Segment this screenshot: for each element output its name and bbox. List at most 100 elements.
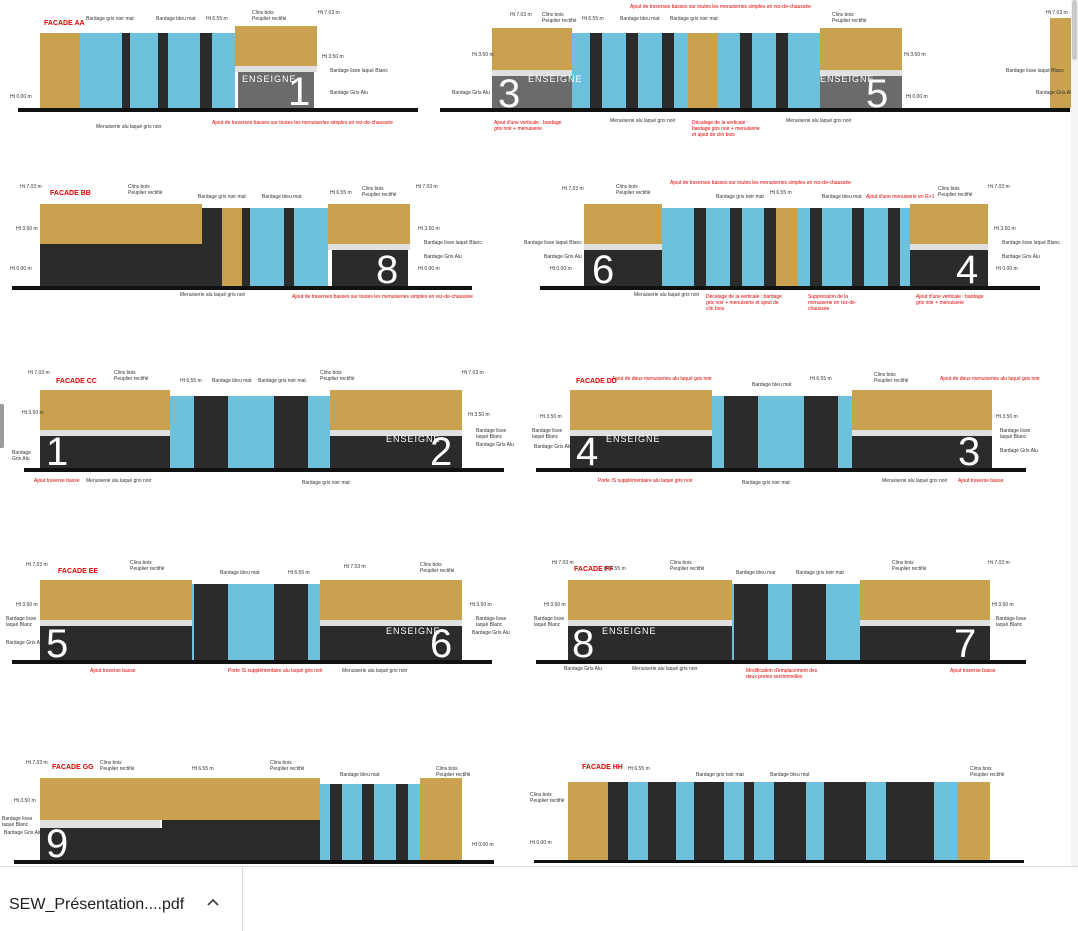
note-verticale: Ajout d'une verticale : bardage gris noi… xyxy=(916,294,984,306)
facade-bb: FACADE BB Ht 7.03 m Clins bois Peuplier … xyxy=(0,176,482,306)
label-height-655: Ht 6.55 m xyxy=(582,16,604,22)
label-height-350: Ht 3.50 m xyxy=(468,412,490,418)
label-height-ground: Ht 0.00 m xyxy=(472,842,494,848)
label-alu: Bardage Gris Alu xyxy=(476,442,514,448)
note-decalage: Décalage de la verticale : bardage gris … xyxy=(692,120,760,138)
label-height-ground: Ht 0.00 m xyxy=(550,266,572,272)
label-alu: Bardage Gris Alu xyxy=(4,830,42,836)
facade-title: FACADE BB xyxy=(50,190,91,197)
label-height-350: Ht 3.50 m xyxy=(14,798,36,804)
unit-number: 7 xyxy=(954,622,977,666)
label-height-655: Ht 6.55 m xyxy=(330,190,352,196)
facade-b2: Ht 7.03 m Clins bois Peuplier rectifié A… xyxy=(520,176,1060,316)
label-wood: Clins bois Peuplier rectifié xyxy=(874,372,909,384)
note-traverse-basse: Ajout traverse basse xyxy=(34,478,80,484)
facade-ee: FACADE EE Ht 7.03 m Clins bois Peuplier … xyxy=(0,556,520,686)
label-wood: Clins bois Peuplier rectifié xyxy=(320,370,355,382)
label-alu: Bardage Gris Alu xyxy=(452,90,490,96)
note-traverses: Ajout de traverses basses sur toutes les… xyxy=(630,4,811,10)
label-height-703: Ht 7.03 m xyxy=(510,12,532,18)
facade-ff: FACADE FF Ht 7.03 m Ht 6.55 m Clins bois… xyxy=(530,556,1070,686)
facade-dd-drawing xyxy=(536,390,1026,472)
unit-number: 5 xyxy=(866,72,889,116)
label-height-703: Ht 7.03 m xyxy=(344,564,366,570)
label-wood: Clins bois Peuplier rectifié xyxy=(420,562,455,574)
label-wood: Clins bois Peuplier rectifié xyxy=(130,560,165,572)
facade-cc-drawing xyxy=(24,390,504,472)
facade-hh-drawing xyxy=(534,782,1024,863)
label-white-band: Bardage lisse laqué Blanc xyxy=(532,428,563,440)
note-traverses: Ajout de traverses basses sur toutes les… xyxy=(292,294,473,300)
download-item[interactable]: SEW_Présentation....pdf xyxy=(0,867,243,931)
label-blue-band: Bardage bleu mat xyxy=(822,194,862,200)
facade-dd: FACADE DD Ajout de deux menuiseries alu … xyxy=(530,366,1050,496)
label-blue-band: Bardage bleu mat xyxy=(156,16,196,22)
note-menuiserie-r1: Ajout d'une menuiserie en R+1 xyxy=(866,194,935,200)
pdf-viewer[interactable]: FACADE AA Bardage gris noir mat Bardage … xyxy=(0,0,1078,866)
label-wood: Clins bois Peuplier rectifié xyxy=(270,760,305,772)
facade-title: FACADE CC xyxy=(56,378,97,385)
label-alu: Bardage Gris Alu xyxy=(1002,254,1040,260)
label-grey-band: Bardage gris noir mat xyxy=(302,480,350,486)
label-joinery: Menuiserie alu laqué gris noir xyxy=(180,292,246,298)
unit-number: 8 xyxy=(572,622,595,666)
label-joinery: Menuiserie alu laqué gris noir xyxy=(342,668,408,674)
facade-gg: FACADE GG Ht 7.03 m Clins bois Peuplier … xyxy=(0,756,500,866)
note-verticale: Ajout d'une verticale : bardage gris noi… xyxy=(494,120,562,132)
unit-number: 8 xyxy=(376,248,399,292)
facade-hh: FACADE HH Ht 6.55 m Bardage gris noir ma… xyxy=(530,756,1070,866)
label-grey-band: Bardage gris noir mat xyxy=(86,16,134,22)
label-height-350: Ht 3.50 m xyxy=(904,52,926,58)
unit-number: 9 xyxy=(46,822,69,866)
label-white-band: Bardage lisse laqué Blanc xyxy=(476,616,507,628)
chevron-up-icon[interactable] xyxy=(206,896,220,910)
facade-title: FACADE DD xyxy=(576,378,617,385)
label-wood: Clins bois Peuplier rectifié xyxy=(542,12,577,24)
label-height-350: Ht 3.50 m xyxy=(418,226,440,232)
label-white-band: Bardage lisse laqué Blanc xyxy=(996,616,1027,628)
facade-b2-drawing xyxy=(540,204,1040,290)
label-height-655: Ht 6.55 m xyxy=(180,378,202,384)
label-wood: Clins bois Peuplier rectifié xyxy=(616,184,651,196)
sign-enseigne: ENSEIGNE xyxy=(386,434,441,444)
label-height-ground: Ht 0.00 m xyxy=(10,266,32,272)
label-height-350: Ht 3.50 m xyxy=(22,410,44,416)
label-joinery: Menuiserie alu laqué gris noir xyxy=(86,478,152,484)
label-grey-band: Bardage gris noir mat xyxy=(258,378,306,384)
facade-bb-drawing xyxy=(12,204,472,290)
label-alu: Bardage Gris Alu xyxy=(1000,448,1038,454)
sign-enseigne: ENSEIGNE xyxy=(242,74,297,84)
facade-a2: Ht 7.03 m Clins bois Peuplier rectifié H… xyxy=(440,0,1078,140)
label-height-350: Ht 3.50 m xyxy=(470,602,492,608)
unit-number: 2 xyxy=(430,430,453,474)
label-alu: Bardage Gris Alu xyxy=(6,640,44,646)
note-suppression: Suppression de la menuiserie en rez-de-c… xyxy=(808,294,857,312)
unit-number: 6 xyxy=(430,622,453,666)
sign-enseigne: ENSEIGNE xyxy=(606,434,661,444)
label-height-655: Ht 6.55 m xyxy=(628,766,650,772)
label-wood: Clins bois Peuplier rectifié xyxy=(832,12,867,24)
label-wood: Clins bois Peuplier rectifié xyxy=(530,792,565,804)
download-filename[interactable]: SEW_Présentation....pdf xyxy=(9,896,185,913)
label-height-655: Ht 6.55 m xyxy=(810,376,832,382)
unit-number: 1 xyxy=(46,430,69,474)
scrollbar-thumb[interactable] xyxy=(1072,0,1077,60)
label-height-350: Ht 3.50 m xyxy=(996,414,1018,420)
note-porte-is: Porte IS supplémentaire alu laqué gris n… xyxy=(598,478,693,484)
label-joinery: Menuiserie alu laqué gris noir xyxy=(786,118,852,124)
side-panel-tab[interactable] xyxy=(0,404,4,448)
label-wood: Clins bois Peuplier rectifié xyxy=(362,186,397,198)
note-traverse-basse: Ajout traverse basse xyxy=(950,668,996,674)
facade-aa-drawing xyxy=(18,26,418,112)
label-blue-band: Bardage bleu mat xyxy=(770,772,810,778)
note-deux-menuiseries: Ajout de deux menuiseries alu laqué gris… xyxy=(940,376,1040,382)
note-decalage: Décalage de la verticale : bardage gris … xyxy=(706,294,782,312)
label-wood: Clins bois Peuplier rectifié xyxy=(114,370,149,382)
label-height-ground: Ht 0.00 m xyxy=(418,266,440,272)
label-height-655: Ht 6.55 m xyxy=(192,766,214,772)
label-blue-band: Bardage bleu mat xyxy=(620,16,660,22)
vertical-scrollbar[interactable] xyxy=(1071,0,1078,866)
label-alu: Bardage Gris Alu xyxy=(330,90,368,96)
label-white-band: Bardage lisse laqué Blanc xyxy=(524,240,582,246)
label-wood: Clins bois Peuplier rectifié xyxy=(938,186,973,198)
